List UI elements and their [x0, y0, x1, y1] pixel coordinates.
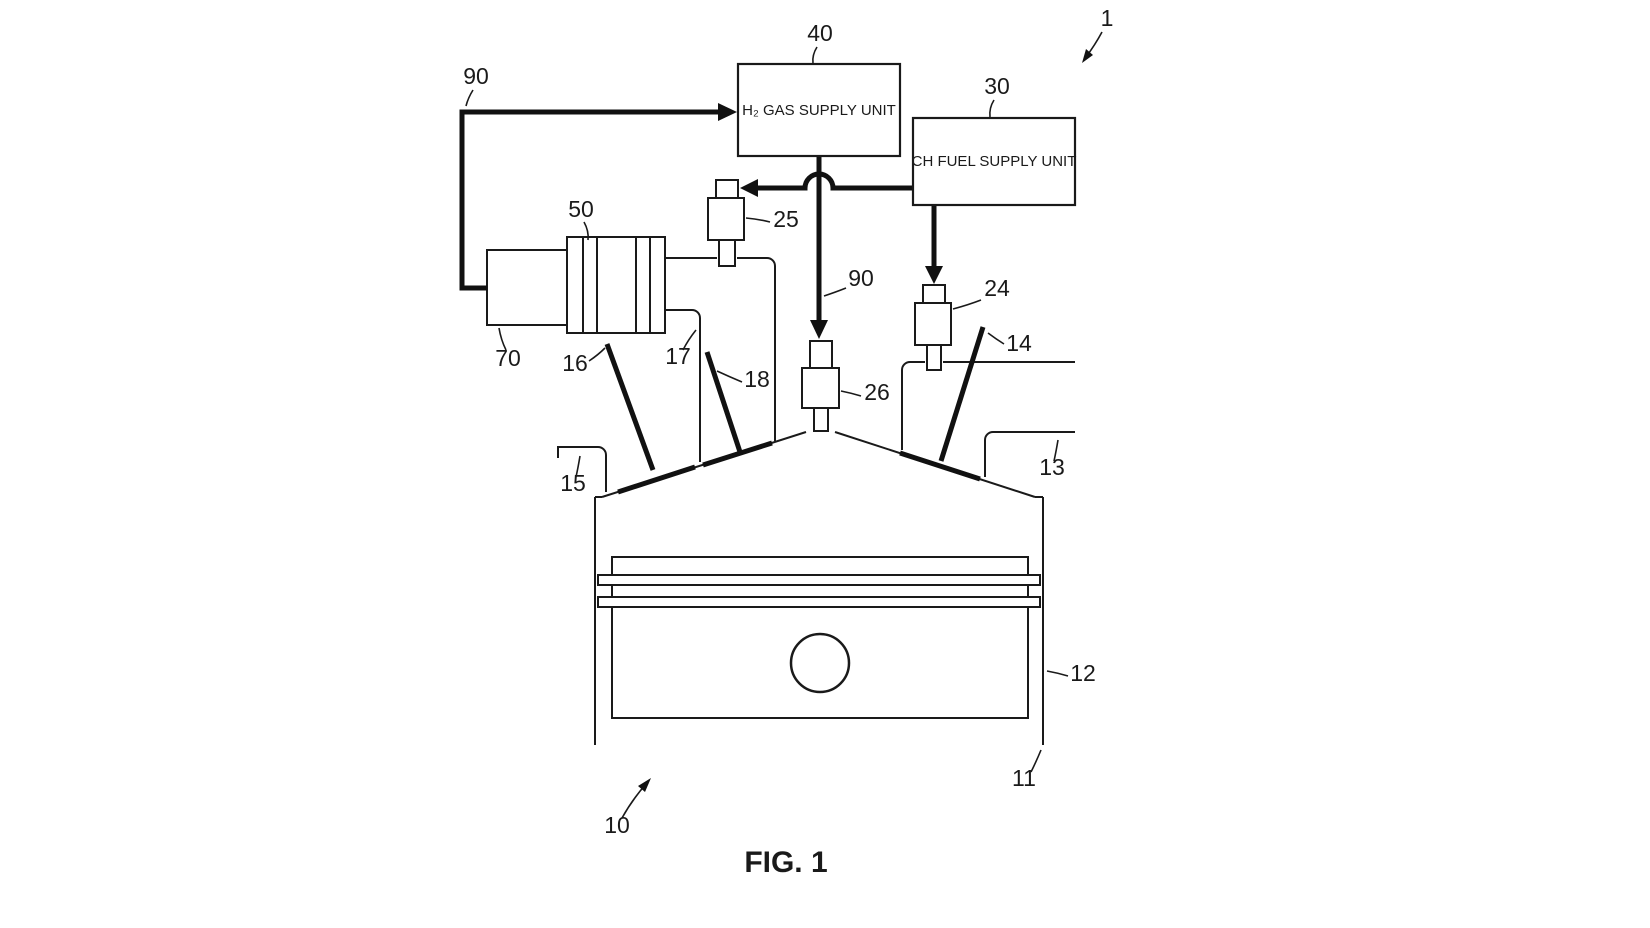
arrowhead-ref-1 — [1082, 49, 1093, 63]
arrowhead-into-injector-25 — [740, 179, 758, 197]
ref-label-30: 30 — [984, 73, 1010, 99]
exhaust-pipe-top-right — [737, 257, 776, 441]
ref-label-14: 14 — [1006, 330, 1032, 356]
right-port-inner-wall — [901, 361, 925, 450]
injector-26-cap — [809, 340, 833, 369]
injector-26-nozzle — [813, 407, 829, 432]
injector-24-cap — [922, 284, 946, 304]
injector-25-cap — [715, 179, 739, 199]
leader-90-left — [465, 89, 474, 107]
h2-gas-supply-unit-label: H₂ GAS SUPPLY UNIT — [742, 102, 896, 119]
recirculation-line-90 — [459, 109, 718, 291]
ref-label-90-center: 90 — [848, 265, 874, 291]
leader-17 — [682, 329, 697, 351]
leader-15 — [575, 455, 581, 478]
ref-label-40: 40 — [807, 20, 833, 46]
leader-26 — [840, 390, 862, 397]
injector-26-body — [801, 367, 840, 409]
leader-12 — [1046, 670, 1069, 677]
ref-label-70: 70 — [495, 345, 521, 371]
arrowhead-into-injector-26 — [810, 320, 828, 339]
injector-26 — [801, 340, 840, 432]
arrowhead-into-injector-24 — [925, 266, 943, 284]
arrowhead-ref-10 — [638, 778, 651, 792]
leader-25 — [745, 217, 771, 223]
ref-label-13: 13 — [1039, 454, 1065, 480]
leader-14 — [987, 332, 1005, 345]
valves — [604, 326, 986, 495]
ref-label-26: 26 — [864, 379, 890, 405]
left-port-edge — [557, 446, 607, 492]
ref-label-1: 1 — [1101, 5, 1114, 31]
injectors — [707, 179, 952, 432]
reference-numerals: 1 40 30 90 50 25 90 24 26 70 16 17 18 14… — [463, 5, 1113, 838]
catalyst-inlet-section — [486, 249, 568, 326]
injector-25 — [707, 179, 745, 267]
ref-label-11: 11 — [1012, 765, 1036, 791]
leader-16 — [588, 347, 606, 362]
leader-70 — [498, 327, 507, 351]
cross-line-with-hop — [758, 171, 913, 191]
leader-90-center — [823, 287, 847, 297]
piston-ring-lower — [597, 596, 1041, 608]
valve-disc-14 — [899, 450, 981, 482]
ref-label-25: 25 — [773, 206, 799, 232]
leader-11 — [1030, 749, 1042, 773]
supply-lines — [459, 103, 943, 339]
figure-caption: FIG. 1 — [744, 846, 827, 879]
ref-label-17: 17 — [665, 343, 691, 369]
valve-disc-18 — [702, 440, 773, 468]
h2-gas-supply-unit-box — [736, 62, 902, 158]
leader-18 — [716, 370, 743, 383]
injector-24 — [914, 284, 952, 371]
piston-pin — [789, 632, 851, 694]
ch-fuel-supply-unit-box — [911, 116, 1077, 207]
valve-stem-16 — [604, 343, 656, 471]
ref-label-90-left: 90 — [463, 63, 489, 89]
valve-stem-18 — [704, 351, 744, 456]
piston-assembly — [597, 556, 1041, 719]
injector-25-nozzle — [718, 239, 736, 267]
catalyst-unit — [486, 236, 666, 334]
leader-24 — [952, 299, 982, 310]
injector-24-body — [914, 302, 952, 346]
ch-fuel-supply-unit-label: CH FUEL SUPPLY UNIT — [912, 153, 1077, 170]
injector-25-body — [707, 197, 745, 241]
ref-label-18: 18 — [744, 366, 770, 392]
arrowhead-into-h2-unit — [718, 103, 737, 121]
ref-label-24: 24 — [984, 275, 1010, 301]
h2-gas-supply-unit: H₂ GAS SUPPLY UNIT — [736, 62, 902, 158]
valve-disc-16 — [617, 464, 696, 495]
ref-label-10: 10 — [604, 812, 630, 838]
ch-fuel-supply-unit: CH FUEL SUPPLY UNIT — [911, 116, 1077, 207]
exhaust-pipe-bottom — [665, 309, 701, 462]
piston-ring-upper — [597, 574, 1041, 586]
valve-stem-14 — [938, 326, 986, 462]
leader-50 — [583, 221, 589, 241]
leader-13 — [1053, 439, 1059, 462]
ref-label-16: 16 — [562, 350, 588, 376]
ref-label-50: 50 — [568, 196, 594, 222]
leader-30 — [989, 99, 995, 118]
leader-40 — [812, 46, 818, 64]
ref-label-15: 15 — [560, 470, 586, 496]
injector-24-nozzle — [926, 344, 942, 371]
leader-lines — [465, 31, 1103, 819]
ref-label-12: 12 — [1070, 660, 1096, 686]
engine-structure — [557, 257, 1075, 745]
right-port-bottom-wall — [984, 431, 1075, 477]
